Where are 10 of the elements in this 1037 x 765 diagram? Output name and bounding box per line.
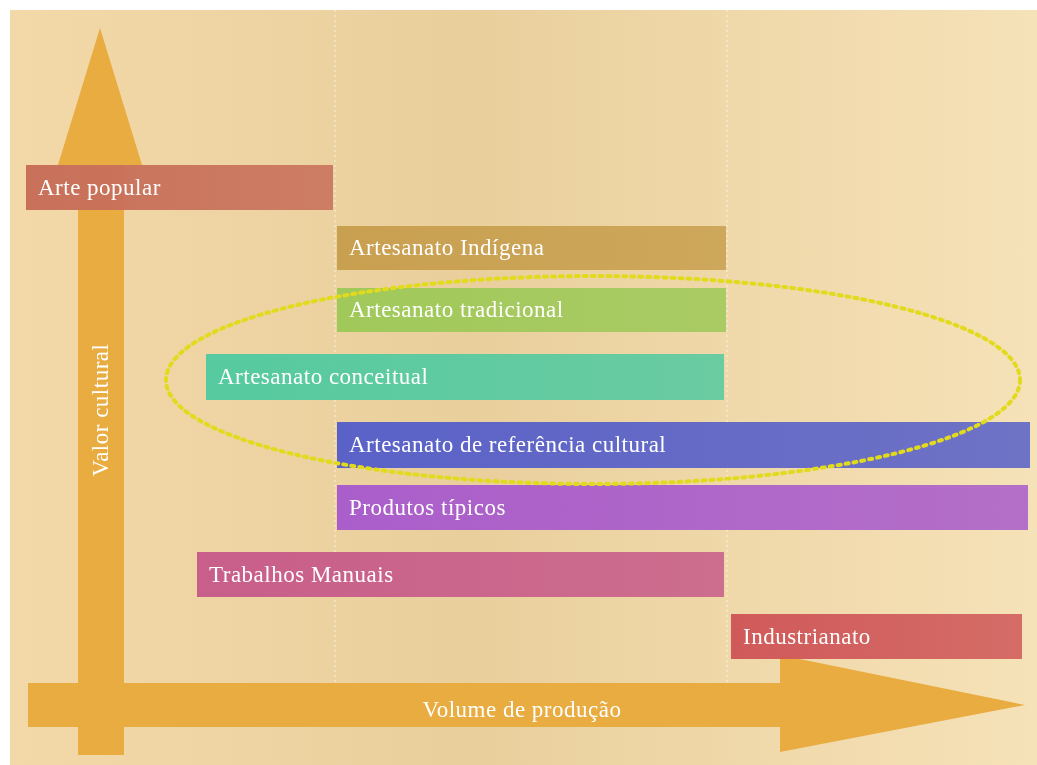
category-bar: Artesanato de referência cultural: [337, 422, 1030, 468]
category-bar: Artesanato Indígena: [337, 226, 726, 270]
category-bar: Artesanato tradicional: [337, 288, 726, 332]
category-bar: Produtos típicos: [337, 485, 1028, 530]
category-bar: Trabalhos Manuais: [197, 552, 724, 597]
category-bar: Arte popular: [26, 165, 333, 210]
category-bar: Artesanato conceitual: [206, 354, 724, 400]
category-bar: Industrianato: [731, 614, 1022, 659]
axis-label: Valor cultural: [87, 343, 114, 477]
axis-label: Volume de produção: [422, 697, 622, 723]
